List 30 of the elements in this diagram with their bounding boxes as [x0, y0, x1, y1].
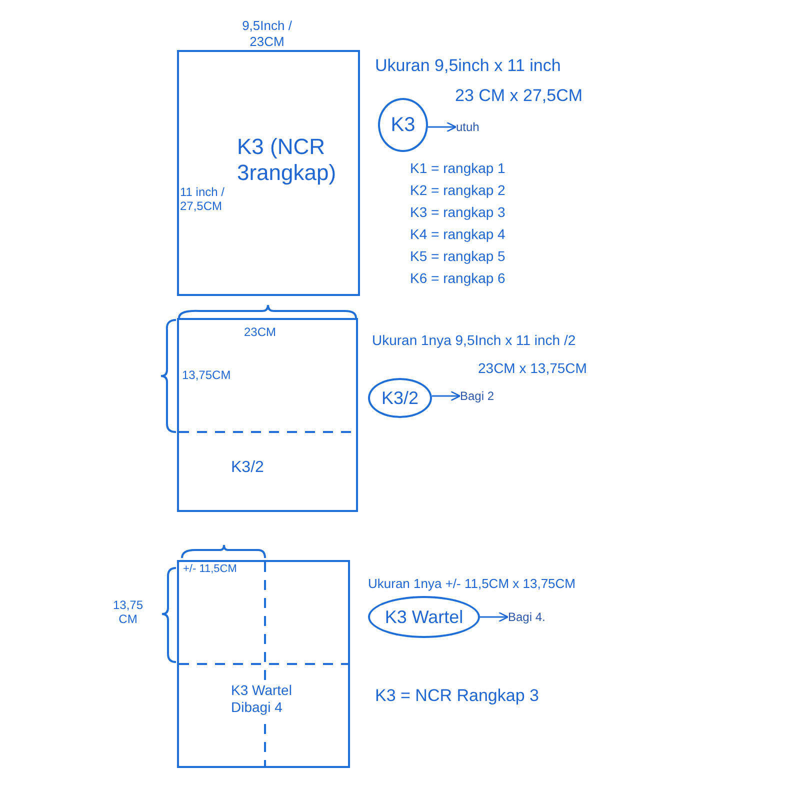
dimension-text: K1 = rangkap 1: [410, 160, 506, 177]
circled-code: K3: [378, 98, 428, 152]
arrow: [428, 122, 457, 132]
dimension-text: Ukuran 1nya +/- 11,5CM x 13,75CM: [368, 576, 576, 592]
dimension-text: Ukuran 1nya 9,5Inch x 11 inch /2: [372, 332, 576, 349]
dimension-text: 13,75 CM: [112, 598, 144, 627]
dimension-text: 9,5Inch / 23CM: [241, 18, 293, 50]
arrow: [480, 612, 509, 622]
dimension-text: K3 = NCR Rangkap 3: [375, 686, 539, 706]
note-text: Bagi 4.: [508, 610, 546, 624]
dimension-text: K6 = rangkap 6: [410, 270, 506, 287]
dimension-text: 13,75CM: [182, 368, 231, 382]
dimension-text: Ukuran 9,5inch x 11 inch: [375, 56, 561, 76]
paper-sheet: [177, 318, 358, 512]
note-text: Bagi 2: [460, 389, 494, 403]
dimension-text: 23CM: [244, 325, 276, 340]
dimension-text: 23 CM x 27,5CM: [455, 86, 583, 106]
dimension-text: K4 = rangkap 4: [410, 226, 506, 243]
arrow: [432, 390, 461, 402]
note-text: utuh: [456, 120, 480, 134]
dimension-text: 11 inch / 27,5CM: [180, 185, 226, 214]
paper-sheet: [177, 50, 360, 296]
dimension-text: K5 = rangkap 5: [410, 248, 506, 265]
circled-code: K3 Wartel: [368, 596, 480, 638]
dimension-text: +/- 11,5CM: [183, 563, 237, 576]
paper-sheet: [177, 560, 350, 768]
circled-code: K3/2: [368, 378, 432, 418]
dimension-text: K2 = rangkap 2: [410, 182, 506, 199]
dimension-text: K3 = rangkap 3: [410, 204, 506, 221]
dimension-text: 23CM x 13,75CM: [478, 360, 587, 377]
